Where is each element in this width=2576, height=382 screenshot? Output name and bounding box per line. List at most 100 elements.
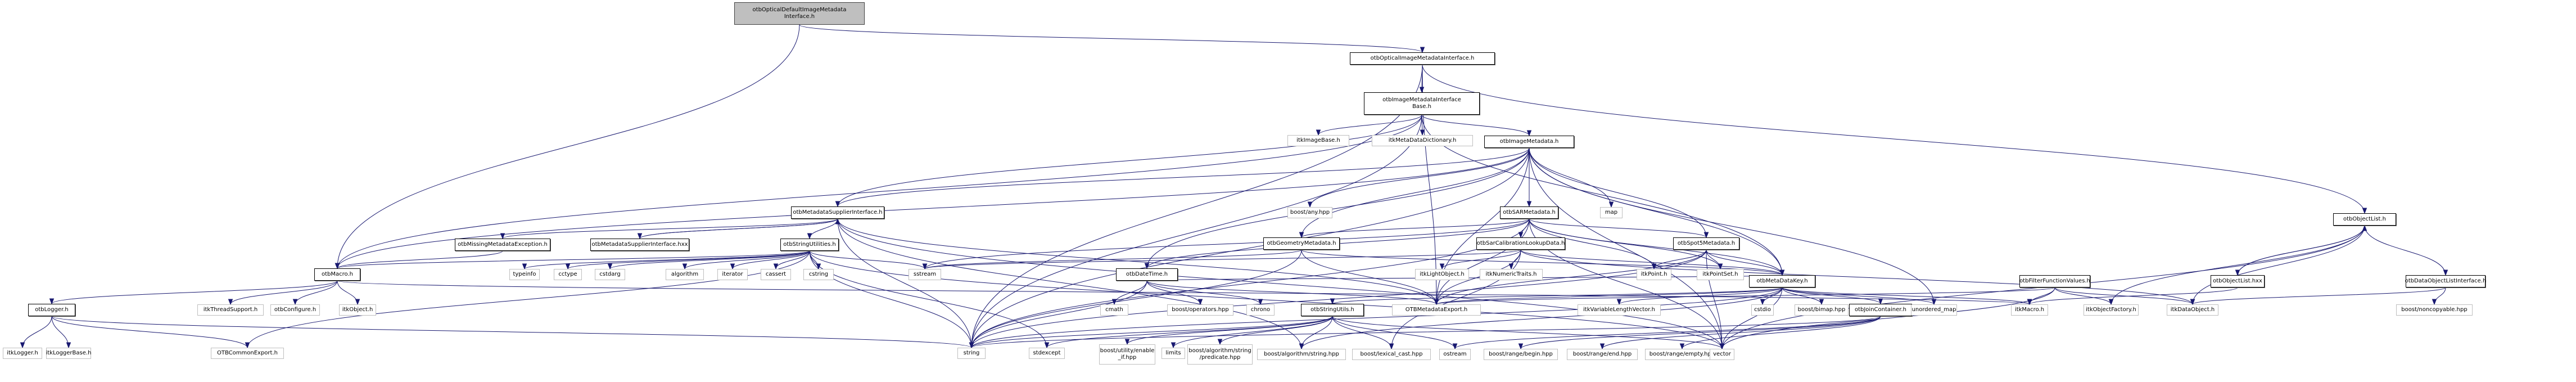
edge-geommd-to-sstream: [924, 249, 1302, 269]
node-unordmap[interactable]: unordered_map: [1911, 304, 1957, 316]
node-stdexcept[interactable]: stdexcept: [1029, 348, 1065, 359]
node-itkPoint[interactable]: itkPoint.h: [1637, 269, 1671, 280]
node-typeinfo[interactable]: typeinfo: [509, 269, 540, 280]
node-joincont[interactable]: otbJoinContainer.h: [1849, 304, 1912, 316]
node-itkObject[interactable]: itkObject.h: [339, 304, 376, 316]
node-cctype[interactable]: cctype: [554, 269, 582, 280]
node-itkThreadSupport[interactable]: itkThreadSupport.h: [197, 304, 264, 316]
edge-sarmd-to-geommd: [1301, 218, 1530, 238]
node-ostream[interactable]: ostream: [1439, 349, 1471, 360]
node-mdexport[interactable]: OTBMetadataExport.h: [1392, 304, 1481, 316]
node-cstdio[interactable]: cstdio: [1751, 304, 1774, 316]
node-cstring[interactable]: cstring: [803, 269, 834, 280]
node-sarmd[interactable]: otbSARMetadata.h: [1500, 206, 1558, 219]
node-strutils[interactable]: otbStringUtils.h: [1301, 304, 1364, 316]
edge-sarmd-to-itkPoint: [1529, 218, 1655, 269]
edge-joincont-to-rangeend: [1602, 316, 1881, 349]
node-strutil[interactable]: otbStringUtilities.h: [780, 239, 839, 251]
node-mdkey[interactable]: otbMetaDataKey.h: [1749, 275, 1815, 287]
node-enableif[interactable]: boost/utility/enable _if.hpp: [1099, 344, 1155, 365]
node-mdsupplier[interactable]: otbMetadataSupplierInterface.h: [791, 206, 884, 219]
edge-datetime-to-mdexport: [1146, 280, 1437, 305]
node-algorithm[interactable]: algorithm: [666, 269, 704, 280]
node-mdsupplierhxx[interactable]: otbMetadataSupplierInterface.hxx: [590, 239, 689, 251]
node-itkVLV[interactable]: itkVariableLengthVector.h: [1578, 304, 1661, 316]
node-algstring[interactable]: boost/algorithm/string.hpp: [1257, 349, 1346, 360]
node-cassert[interactable]: cassert: [761, 269, 791, 280]
arrowhead-logger-to-string: [969, 342, 974, 349]
arrowhead-strutils-to-predicate: [1217, 339, 1223, 345]
node-itkObjFactory[interactable]: itkObjectFactory.h: [2084, 304, 2139, 316]
node-logger[interactable]: otbLogger.h: [28, 304, 75, 316]
edge-mdkey-to-joincont: [1782, 287, 1881, 304]
node-optical[interactable]: otbOpticalImageMetadataInterface.h: [1350, 52, 1495, 65]
edge-objlisthxx-to-objlist: [2237, 225, 2365, 276]
node-itkLoggerBase[interactable]: itkLoggerBase.h: [46, 348, 91, 359]
node-imgmd[interactable]: otbImageMetadata.h: [1484, 136, 1574, 148]
edge-mdsupplier-to-algstring: [837, 218, 1302, 349]
node-datetime[interactable]: otbDateTime.h: [1116, 268, 1178, 281]
edge-strutil-to-cctype: [567, 250, 810, 269]
edge-imgmd-to-geommd: [1301, 147, 1530, 238]
node-noncopy[interactable]: boost/noncopyable.hpp: [2396, 304, 2473, 316]
node-rangeend[interactable]: boost/range/end.hpp: [1567, 349, 1638, 360]
arrowhead-mdsupplier-to-missing: [500, 233, 505, 240]
node-sstream[interactable]: sstream: [909, 269, 941, 280]
node-sarcal[interactable]: otbSarCalibrationLookupData.h: [1476, 237, 1565, 250]
node-missing[interactable]: otbMissingMetadataException.h: [455, 239, 550, 251]
arrowhead-macro-to-logger: [49, 298, 55, 305]
edge-imgmd-to-datetime: [1146, 147, 1530, 269]
node-itkLogger[interactable]: itkLogger.h: [3, 348, 42, 359]
node-predicate[interactable]: boost/algorithm/string /predicate.hpp: [1187, 344, 1253, 365]
arrowhead-mdkey-to-joincont: [1878, 298, 1883, 305]
node-cmath[interactable]: cmath: [1100, 304, 1128, 316]
edge-strutils-to-ostream: [1332, 316, 1456, 349]
arrowhead-imibase-to-itkMDD: [1420, 129, 1425, 136]
arrowhead-spot5-to-mdkey: [1779, 269, 1785, 276]
arrowhead-objlist-to-dolistif: [2443, 269, 2448, 276]
node-imibase[interactable]: otbImageMetadataInterface Base.h: [1364, 92, 1480, 115]
node-string[interactable]: string: [957, 348, 986, 359]
node-chrono[interactable]: chrono: [1246, 304, 1275, 316]
edge-strutil-to-macro: [337, 250, 810, 269]
node-map[interactable]: map: [1600, 207, 1623, 218]
node-rangebegin[interactable]: boost/range/begin.hpp: [1484, 349, 1558, 360]
node-commonexport[interactable]: OTBCommonExport.h: [211, 348, 284, 359]
node-filterfn[interactable]: otbFilterFunctionValues.h: [2019, 275, 2090, 287]
edge-imgmd-to-macro: [337, 147, 1530, 269]
edge-sarcal-to-itkLightObject: [1441, 249, 1521, 269]
node-geommd[interactable]: otbGeometryMetadata.h: [1263, 237, 1340, 250]
node-rangeempty[interactable]: boost/range/empty.hpp: [1645, 349, 1719, 360]
node-lexcast[interactable]: boost/lexical_cast.hpp: [1352, 349, 1431, 360]
node-itkMDD[interactable]: itkMetaDataDictionary.h: [1372, 135, 1473, 146]
edge-root-to-macro: [337, 24, 800, 269]
node-cstdarg[interactable]: cstdarg: [595, 269, 625, 280]
edge-strutils-to-vector: [1332, 316, 1723, 349]
node-iterator[interactable]: iterator: [717, 269, 748, 280]
node-itkPointSet[interactable]: itkPointSet.h: [1697, 269, 1744, 280]
node-spot5[interactable]: otbSpot5Metadata.h: [1673, 237, 1739, 250]
node-otbConfigure[interactable]: otbConfigure.h: [270, 304, 320, 316]
arrowhead-datetime-to-chrono: [1258, 299, 1263, 305]
edge-logger-to-string: [51, 316, 972, 348]
node-limits[interactable]: limits: [1162, 348, 1185, 359]
node-itkNumericTraits[interactable]: itkNumericTraits.h: [1480, 269, 1543, 280]
node-objlisthxx[interactable]: otbObjectList.hxx: [2211, 275, 2265, 287]
node-boostops[interactable]: boost/operators.hpp: [1167, 304, 1233, 316]
node-vector[interactable]: vector: [1710, 349, 1734, 360]
node-itkMacro[interactable]: itkMacro.h: [2011, 304, 2048, 316]
node-boostany[interactable]: boost/any.hpp: [1287, 207, 1332, 218]
node-macro[interactable]: otbMacro.h: [314, 268, 360, 281]
node-itkLightObject[interactable]: itkLightObject.h: [1415, 269, 1469, 280]
arrowhead-imibase-to-imgmd: [1526, 130, 1532, 137]
node-itkImageBase[interactable]: itkImageBase.h: [1287, 135, 1349, 146]
arrowhead-sarcal-to-sstream: [922, 263, 928, 270]
edge-sarmd-to-spot5: [1529, 218, 1707, 238]
node-objlist[interactable]: otbObjectList.h: [2333, 213, 2396, 226]
arrowhead-strutil-to-cstdarg: [607, 263, 613, 270]
arrowhead-strutils-to-enableif: [1124, 339, 1130, 345]
node-itkDataObject[interactable]: itkDataObject.h: [2167, 304, 2218, 316]
node-dolistif[interactable]: otbDataObjectListInterface.h: [2405, 275, 2486, 287]
node-bimap[interactable]: boost/bimap.hpp: [1795, 304, 1849, 316]
arrowhead-mdkey-to-unordmap: [1931, 299, 1937, 305]
